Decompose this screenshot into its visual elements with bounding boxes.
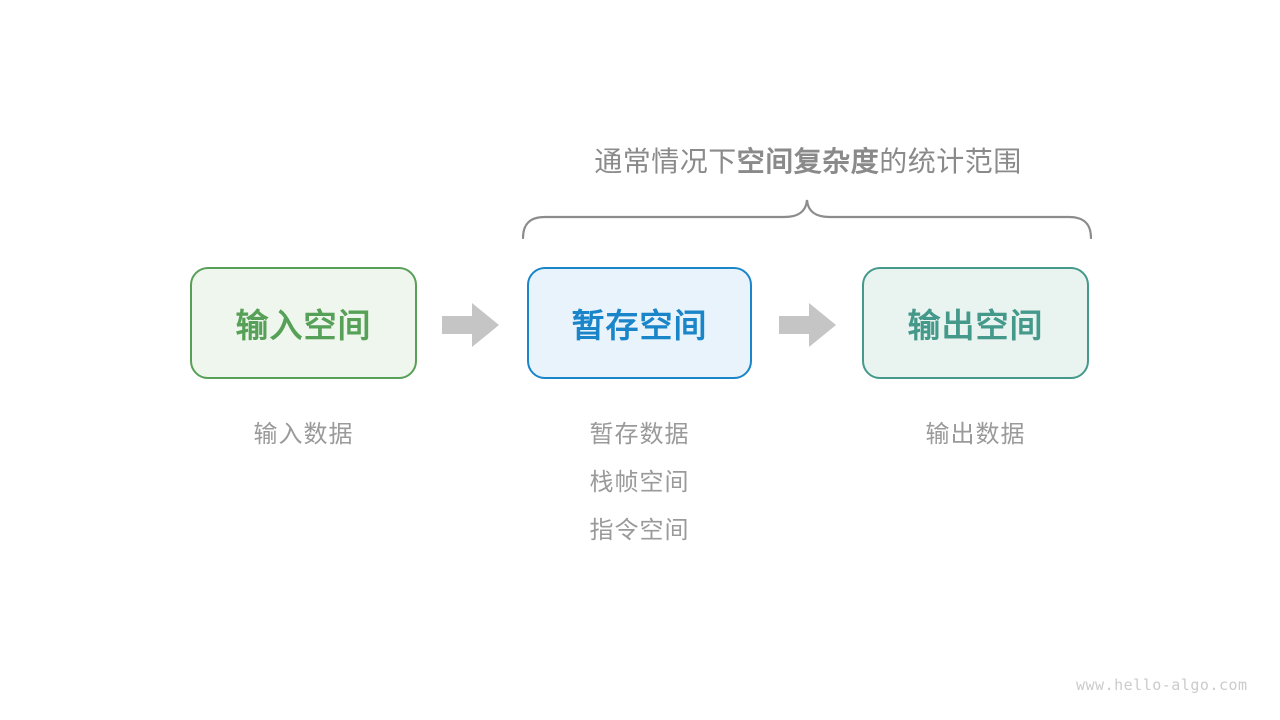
note-item: 输出数据 <box>925 421 1026 448</box>
box-temporary-space: 暂存空间 <box>527 267 752 379</box>
box-temporary-space-label: 暂存空间 <box>571 307 708 344</box>
curly-brace-icon <box>522 199 1092 240</box>
note-item: 暂存数据 <box>589 421 690 448</box>
site-watermark: www.hello-algo.com <box>1076 676 1248 694</box>
note-input-data: 输入数据 <box>190 411 417 459</box>
box-input-space: 输入空间 <box>190 267 417 379</box>
note-item: 指令空间 <box>589 517 690 544</box>
scope-title-suffix: 的统计范围 <box>879 146 1022 177</box>
note-item: 输入数据 <box>253 421 354 448</box>
box-output-space-label: 输出空间 <box>907 307 1044 344</box>
right-arrow-icon <box>779 303 836 347</box>
note-item: 栈帧空间 <box>589 469 690 496</box>
note-temporary-items: 暂存数据 栈帧空间 指令空间 <box>527 411 752 555</box>
box-output-space: 输出空间 <box>862 267 1089 379</box>
right-arrow-icon <box>442 303 499 347</box>
scope-title: 通常情况下空间复杂度的统计范围 <box>523 146 1093 178</box>
box-input-space-label: 输入空间 <box>235 307 372 344</box>
note-output-data: 输出数据 <box>862 411 1089 459</box>
scope-title-prefix: 通常情况下 <box>594 146 737 177</box>
scope-title-bold: 空间复杂度 <box>736 146 880 177</box>
